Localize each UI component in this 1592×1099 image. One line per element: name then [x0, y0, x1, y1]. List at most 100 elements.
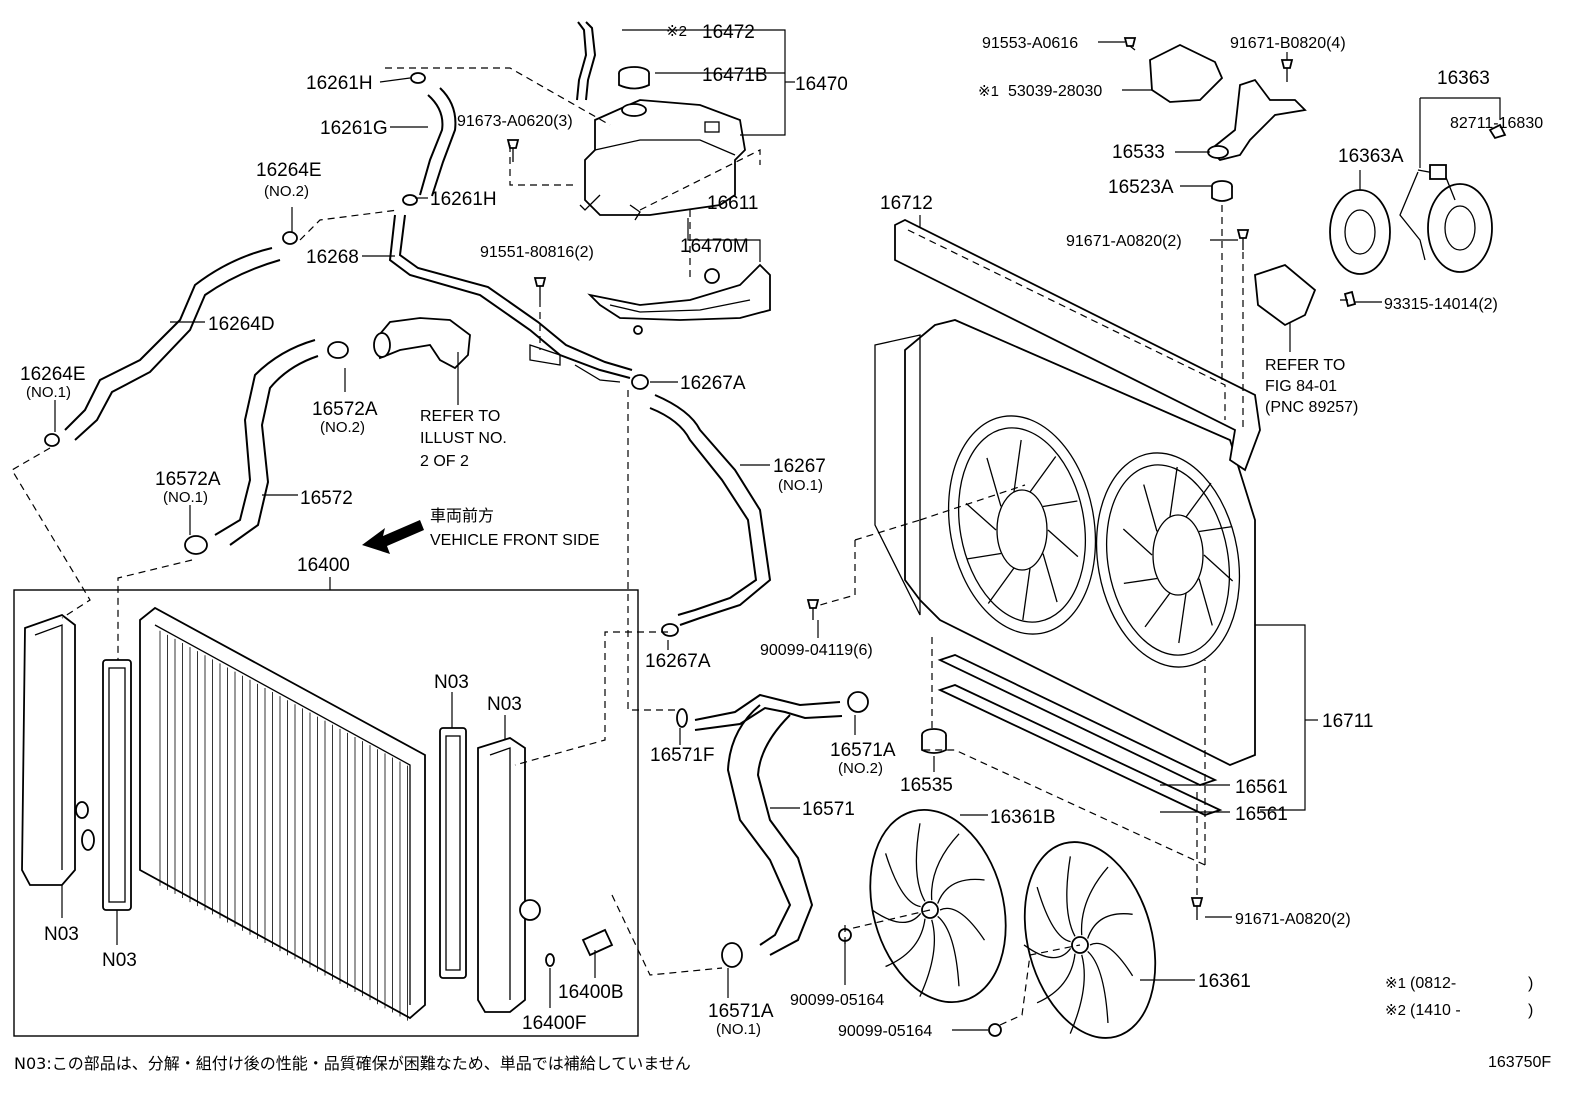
label-16572: 16572: [300, 488, 353, 509]
label-91671-A0820-top: 91671-A0820(2): [1066, 233, 1182, 250]
label-N03-right-tank: N03: [487, 694, 522, 715]
leader-lines: [54, 41, 1382, 1031]
label-91553-A0616: 91553-A0616: [982, 35, 1078, 52]
drawing-stroke: [1022, 567, 1031, 621]
fan-blade: [1036, 953, 1076, 1004]
fan-blade: [1080, 866, 1109, 936]
label-16470: 16470: [795, 74, 848, 95]
label-16571A-no1: 16571A: [708, 1001, 774, 1022]
label-N03-left-gasket: N03: [102, 950, 137, 971]
drawing-stroke: [966, 552, 1002, 560]
drawing-stroke: [1178, 592, 1187, 644]
pipe-16268-group: [388, 214, 633, 383]
refer-fig-line1: REFER TO: [1265, 357, 1345, 374]
reservoir-bracket-group: [587, 218, 771, 335]
legend-row2-mark: ※2: [1385, 1002, 1406, 1019]
part-labels: ※2 16472 16471B 16470 16261H 16261G 9167…: [20, 22, 1543, 1040]
label-16572A-no2: 16572A: [312, 399, 378, 420]
fan-blade: [919, 919, 936, 997]
drawing-stroke: [1042, 553, 1058, 603]
drawing-stroke: [1185, 482, 1212, 518]
legend-row1-mark: ※1: [1385, 975, 1406, 992]
fan-blade: [930, 833, 960, 901]
label-N03-right-gasket: N03: [434, 672, 469, 693]
fan-blade: [871, 909, 922, 923]
refer-hose-line2: ILLUST NO.: [420, 430, 507, 447]
label-N03-left-tank: N03: [44, 924, 79, 945]
label-16571A-no1-sub: (NO.1): [716, 1021, 761, 1038]
drawing-stroke: [986, 457, 1002, 507]
drawing-stroke: [1042, 500, 1078, 508]
hose-16267-group: [631, 374, 772, 637]
figure-id: 163750F: [1488, 1054, 1551, 1071]
drawing-stroke: [1122, 528, 1153, 556]
drawing-stroke: [987, 567, 1015, 604]
hose-16261G-group: [402, 72, 457, 206]
fan-blade: [1069, 954, 1085, 1034]
label-53039-28030: 53039-28030: [1008, 83, 1102, 100]
label-16363: 16363: [1437, 68, 1490, 89]
label-91551-80816: 91551-80816(2): [480, 244, 594, 261]
vehicle-front-arrow-icon: [362, 520, 424, 554]
label-16472-mark: ※2: [666, 23, 687, 40]
label-16264E-no1-sub: (NO.1): [26, 384, 71, 401]
label-91673-A0620: 91673-A0620(3): [457, 113, 573, 130]
label-16267-sub: (NO.1): [778, 477, 823, 494]
label-16611: 16611: [707, 193, 758, 214]
label-16535: 16535: [900, 775, 953, 796]
label-16571A-no2-sub: (NO.2): [838, 760, 883, 777]
refer-fig-line2: FIG 84-01: [1265, 378, 1337, 395]
legend-row1-text: (0812-: [1410, 975, 1456, 992]
label-93315-14014: 93315-14014(2): [1384, 296, 1498, 313]
refer-hose-line3: 2 OF 2: [420, 453, 469, 470]
label-16261G: 16261G: [320, 118, 388, 139]
label-16267A-bottom: 16267A: [645, 651, 711, 672]
label-16363A: 16363A: [1338, 146, 1404, 167]
label-16264E-no2: 16264E: [256, 160, 322, 181]
radiator-core-part: [139, 606, 426, 1020]
date-legend: ※1 (0812- ) ※2 (1410 - ): [1385, 975, 1533, 1019]
fan-blade: [937, 915, 960, 987]
label-16572A-no1-sub: (NO.1): [163, 489, 208, 506]
fan-blade: [1087, 913, 1133, 939]
drawing-stroke: [1029, 456, 1057, 493]
label-16712: 16712: [880, 193, 933, 214]
label-16400B: 16400B: [558, 982, 624, 1003]
label-16571: 16571: [802, 799, 855, 820]
outlet-pipe-group: [373, 317, 471, 370]
drawing-stroke: [1198, 525, 1233, 533]
label-16361B: 16361B: [990, 807, 1056, 828]
label-16267A-top: 16267A: [680, 373, 746, 394]
radiator-group: [13, 589, 639, 1037]
hose-16571-group: [676, 691, 869, 968]
label-16400: 16400: [297, 555, 350, 576]
fan-blade: [885, 918, 926, 968]
drawing-stroke: [1123, 577, 1158, 585]
label-16561-bottom: 16561: [1235, 804, 1288, 825]
label-16267: 16267: [773, 456, 826, 477]
hose-16572-group: [184, 339, 349, 555]
label-16264E-no1: 16264E: [20, 364, 86, 385]
drawing-stroke: [1203, 554, 1234, 582]
legend-row2-text: (1410 -: [1410, 1002, 1461, 1019]
fan-shroud-group: [874, 218, 1318, 816]
radiator-assembly-frame: [13, 589, 639, 1037]
label-16361: 16361: [1198, 971, 1251, 992]
fasteners-group: [506, 37, 1507, 1037]
drawing-stroke: [1013, 439, 1022, 493]
label-16571F: 16571F: [650, 745, 714, 766]
drawing-stroke: [1143, 484, 1158, 532]
direction-jp: 車両前方: [430, 506, 494, 525]
fan-blade: [939, 907, 986, 941]
fan-blade: [1023, 944, 1072, 959]
label-91671-A0820-bottom: 91671-A0820(2): [1235, 911, 1351, 928]
fan-blade: [1066, 856, 1076, 937]
label-16470M: 16470M: [680, 236, 749, 257]
label-82711-16830: 82711-16830: [1450, 115, 1543, 132]
legend-row1-close: ): [1528, 975, 1533, 992]
fan-16361-part: [1023, 841, 1157, 1039]
fan-blade: [1036, 886, 1071, 943]
fan-blade: [937, 878, 985, 904]
dashed-connectors: [11, 67, 1244, 1026]
